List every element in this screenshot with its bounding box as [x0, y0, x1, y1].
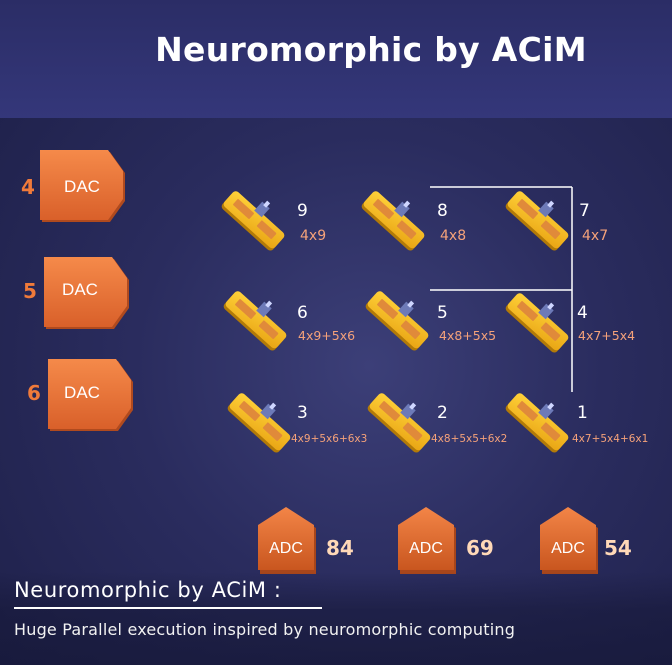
dac-label: DAC: [64, 177, 100, 196]
adc-label: ADC: [551, 540, 585, 557]
cell-expr: 4x7: [582, 228, 608, 244]
cell-expr: 4x9+5x6+6x3: [291, 433, 367, 445]
cell-weight: 9: [297, 201, 308, 221]
memory-cell-r3c1: [227, 393, 291, 453]
cell-expr: 4x8: [440, 228, 466, 244]
input-value: 5: [23, 279, 37, 303]
cell-weight: 7: [579, 201, 590, 221]
cell-weight: 5: [437, 303, 448, 323]
adc-3: ADC 54: [540, 507, 632, 574]
cell-weight: 8: [437, 201, 448, 221]
cell-weight: 6: [297, 303, 308, 323]
footer-title: Neuromorphic by ACiM :: [14, 578, 282, 602]
memory-cell-r2c3: [505, 293, 569, 353]
dac-3: DAC 6: [27, 359, 133, 431]
cell-expr: 4x9+5x6: [298, 328, 355, 343]
adc-2: ADC 69: [398, 507, 494, 574]
cell-expr: 4x7+5x4: [578, 328, 635, 343]
adc-label: ADC: [269, 540, 303, 557]
cell-weight: 4: [577, 303, 588, 323]
cell-expr: 4x8+5x5: [439, 328, 496, 343]
output-value: 69: [466, 536, 494, 560]
cell-expr: 4x8+5x5+6x2: [431, 433, 507, 445]
footer-underline: [14, 607, 322, 609]
row-wires: [125, 186, 572, 391]
dac-label: DAC: [62, 280, 98, 299]
input-value: 4: [21, 175, 35, 199]
memory-cell-r3c2: [367, 393, 431, 453]
memory-cells: [221, 191, 569, 453]
memory-cell-r2c2: [365, 291, 429, 351]
input-value: 6: [27, 381, 41, 405]
dac-1: DAC 4: [21, 150, 125, 222]
memory-cell-r1c2: [361, 191, 425, 251]
memory-cell-r2c1: [223, 291, 287, 351]
cell-labels: 9 4x9 8 4x8 7 4x7 6 4x9+5x6 5 4x8+5x5 4 …: [291, 201, 648, 445]
footer-band: [0, 572, 672, 665]
column-wires: [287, 187, 569, 512]
memory-cell-r1c3: [505, 191, 569, 251]
output-value: 84: [326, 536, 354, 560]
dac-2: DAC 5: [23, 257, 129, 329]
adc-label: ADC: [409, 540, 443, 557]
title-band: [0, 0, 672, 118]
adc-1: ADC 84: [258, 507, 354, 574]
cell-expr: 4x7+5x4+6x1: [572, 433, 648, 445]
cell-weight: 3: [297, 403, 308, 423]
page-title: Neuromorphic by ACiM: [155, 30, 587, 69]
memory-cell-r1c1: [221, 191, 285, 251]
output-value: 54: [604, 536, 632, 560]
cell-weight: 1: [577, 403, 588, 423]
footer-subtitle: Huge Parallel execution inspired by neur…: [14, 620, 516, 639]
dac-label: DAC: [64, 383, 100, 402]
cell-weight: 2: [437, 403, 448, 423]
cell-expr: 4x9: [300, 228, 326, 244]
grid-edges: [430, 186, 573, 392]
memory-cell-r3c3: [505, 393, 569, 453]
